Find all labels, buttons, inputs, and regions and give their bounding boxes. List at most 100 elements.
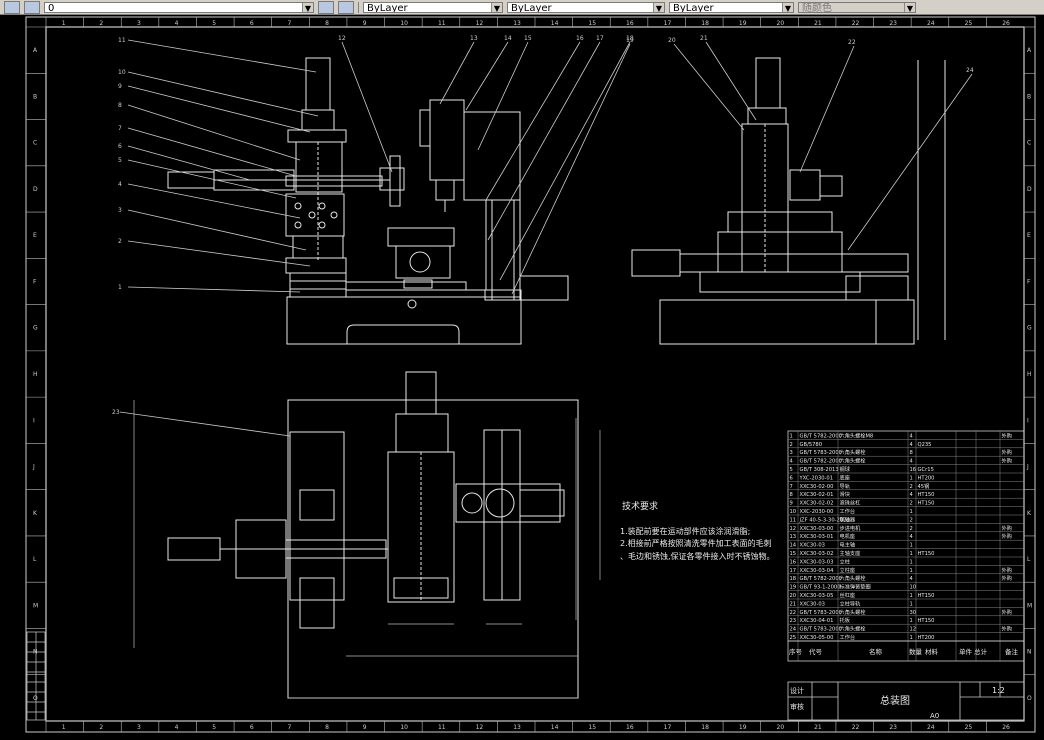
color-dropdown[interactable]: ByLayer ▼ [363, 1, 503, 13]
part-callout: 17 [596, 35, 604, 42]
border-letter-right: M [1027, 602, 1032, 609]
linetype-dropdown[interactable]: ByLayer ▼ [507, 1, 665, 13]
parts-table-cell: GB/T 5782-2000 [800, 459, 842, 465]
border-number-bottom: 5 [212, 724, 216, 731]
parts-table-cell: 步进电机 [840, 524, 862, 532]
border-number-top: 5 [212, 20, 216, 27]
border-number-top: 24 [927, 20, 935, 27]
parts-table-cell: 2 [910, 517, 913, 523]
parts-table-cell: XXC30-03 [800, 601, 825, 607]
parts-table-cell: 导轨 [840, 482, 850, 490]
border-number-top: 14 [551, 20, 559, 27]
part-callout: 11 [118, 37, 126, 44]
border-number-bottom: 12 [476, 724, 484, 731]
parts-table-cell: 15 [790, 551, 797, 557]
parts-table-cell: 工作台 [840, 633, 856, 641]
layer-manager-icon[interactable] [4, 0, 20, 14]
border-letter-right: D [1027, 186, 1032, 193]
parts-table-cell: XXC30-03-00 [800, 526, 834, 532]
border-letter-left: G [33, 325, 38, 332]
color-dropdown-value: ByLayer [367, 2, 408, 13]
border-number-bottom: 15 [588, 724, 596, 731]
chevron-down-icon: ▼ [302, 2, 313, 12]
border-number-bottom: 7 [288, 724, 292, 731]
border-letter-left: H [33, 371, 38, 378]
parts-table-cell: GB/T 5782-2000 [800, 433, 842, 439]
parts-table-cell: 4 [910, 576, 914, 582]
parts-table-cell: XXC30-03-04 [800, 568, 835, 574]
border-letter-right: G [1027, 325, 1032, 332]
plan-view-callouts: 23 [112, 409, 291, 437]
parts-table-cell: HT150 [918, 501, 935, 507]
parts-table-cell: HT150 [918, 551, 935, 557]
parts-table-cell: GB/T 5783-2000 [800, 610, 842, 616]
border-letter-right: B [1027, 93, 1031, 100]
parts-table-cell: XXC30-03-03 [800, 559, 834, 565]
border-number-bottom: 16 [626, 724, 634, 731]
parts-table-cell: 16 [910, 467, 917, 473]
layer-previous-icon[interactable] [338, 0, 354, 14]
border-number-bottom: 18 [701, 724, 709, 731]
border-number-bottom: 9 [363, 724, 367, 731]
parts-table-cell: 1 [910, 509, 913, 515]
chevron-down-icon: ▼ [491, 2, 502, 12]
layer-state-icon[interactable] [24, 0, 40, 14]
parts-table-cell: XXC30-03 [800, 543, 825, 549]
parts-table-cell: 1 [910, 475, 913, 481]
parts-table-cell: XXC-2030-00 [800, 509, 834, 515]
border-number-bottom: 8 [325, 724, 329, 731]
border-number-bottom: 23 [889, 724, 897, 731]
part-callout: 20 [668, 37, 676, 44]
part-callout: 14 [504, 35, 512, 42]
border-number-top: 2 [99, 20, 103, 27]
border-letter-left: A [33, 47, 38, 54]
border-number-top: 3 [137, 20, 141, 27]
border-letter-left: D [33, 186, 38, 193]
parts-table-cell: 19 [790, 585, 797, 591]
checker-label: 审核 [790, 702, 804, 711]
part-callout: 3 [118, 207, 122, 214]
layer-dropdown[interactable]: 0 ▼ [44, 1, 314, 13]
parts-table-header: 材料 [925, 647, 939, 656]
border-letter-left: K [33, 510, 38, 517]
parts-table-cell: XXC30-03-01 [800, 534, 834, 540]
title-block: 设计 审核 总装图 1:2 A0 [787, 681, 1025, 721]
tech-requirement-item: 、毛边和锈蚀,保证各零件接入时不锈蚀物。 [620, 551, 775, 561]
plotstyle-dropdown-value: 随颜色 [802, 2, 832, 13]
plotstyle-dropdown[interactable]: 随颜色 ▼ [798, 1, 916, 13]
border-number-bottom: 22 [852, 724, 860, 731]
border-letter-left: F [33, 278, 37, 285]
parts-table-cell: XXC30-05-00 [800, 635, 834, 641]
parts-table-cell: 1 [910, 551, 913, 557]
parts-table-cell: 立柱导轨 [840, 599, 861, 607]
parts-table-cell: 5 [790, 467, 793, 473]
parts-table-cell: 13 [790, 534, 797, 540]
parts-table-cell: 6 [790, 475, 793, 481]
parts-table-cell: 托板 [840, 616, 851, 624]
parts-table-cell: 外购 [1002, 457, 1012, 465]
part-callout: 23 [112, 409, 120, 416]
parts-table-cell: GB/T 5783-2000 [800, 450, 842, 456]
parts-table-cell: 12 [790, 526, 797, 532]
border-number-top: 10 [400, 20, 408, 27]
parts-table-cell: 24 [790, 627, 797, 633]
parts-table-cell: 外购 [1002, 566, 1012, 574]
border-letter-right: L [1027, 556, 1031, 563]
border-letter-left: C [33, 140, 37, 147]
linetype-dropdown-value: ByLayer [511, 2, 552, 13]
lineweight-dropdown[interactable]: ByLayer ▼ [669, 1, 794, 13]
make-current-layer-icon[interactable] [318, 0, 334, 14]
parts-table-cell: 钢球 [840, 465, 851, 473]
parts-table-cell: 22 [790, 610, 797, 616]
parts-table-cell: 外购 [1002, 625, 1012, 633]
part-callout: 6 [118, 143, 122, 150]
border-letter-left: I [33, 417, 35, 424]
parts-table-cell: HT200 [918, 475, 935, 481]
border-letter-right: C [1027, 140, 1031, 147]
border-number-bottom: 2 [99, 724, 103, 731]
parts-table-header: 单件 总计 [959, 647, 988, 656]
lineweight-dropdown-value: ByLayer [673, 2, 714, 13]
